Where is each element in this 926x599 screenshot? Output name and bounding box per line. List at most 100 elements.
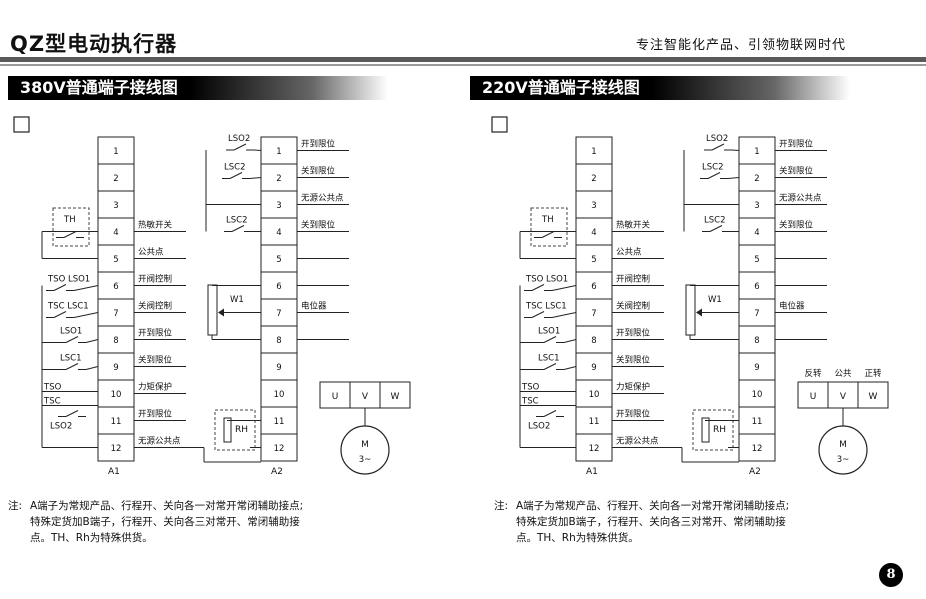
switch-label: LSC2 — [226, 216, 247, 226]
terminal-number: 3 — [591, 201, 596, 211]
motor-terminal-box — [797, 381, 829, 409]
motor-terminal-box — [827, 381, 859, 409]
terminal-cell — [97, 379, 135, 408]
checkbox-icon — [491, 116, 508, 133]
note-prefix: 注: — [8, 500, 23, 512]
terminal-cell — [575, 163, 613, 192]
terminal-number: 5 — [591, 255, 596, 265]
motor-label: M — [361, 440, 369, 450]
terminal-number: 6 — [591, 282, 596, 292]
terminal-cell — [260, 352, 298, 381]
header-rule-thin — [0, 64, 926, 66]
motor-terminal-label: V — [840, 392, 847, 402]
motor-terminal-box — [379, 381, 411, 409]
switch-label: TSC LSC1 — [47, 302, 89, 312]
section-title-220v: 220V普通端子接线图 — [470, 76, 850, 100]
terminal-cell — [575, 406, 613, 435]
switch-blade — [531, 311, 545, 318]
wiring-diagram-380v: 123456789101112A1123456789101112A2热敏开关公共… — [13, 116, 411, 477]
switch-blade — [229, 172, 243, 179]
terminal-number: 8 — [113, 336, 118, 346]
note-prefix: 注: — [494, 500, 509, 512]
terminal-function-label: 力矩保护 — [138, 382, 172, 393]
switch-blade — [65, 336, 79, 343]
brand-title: QZ型电动执行器 — [10, 32, 178, 56]
terminal-function-label: 关阀控制 — [138, 301, 172, 312]
terminal-function-label: 电位器 — [301, 301, 327, 312]
terminal-number: 4 — [591, 228, 596, 238]
switch-blade — [53, 284, 67, 291]
motor-terminal-label: W — [391, 392, 400, 402]
page-number: 8 — [879, 563, 903, 587]
switch-label: TSO — [521, 383, 540, 393]
switch-label: LSC2 — [704, 216, 725, 226]
terminal-number: 9 — [276, 363, 281, 373]
motor-phase-label: 3~ — [359, 455, 372, 465]
note-line: 点。TH、Rh为特殊供货。 — [516, 532, 639, 544]
terminal-number: 3 — [754, 201, 759, 211]
terminal-function-label: 开到限位 — [301, 139, 336, 150]
wiper-arrow-icon — [696, 308, 702, 317]
motor-direction-label: 正转 — [864, 368, 882, 379]
switch-blade — [541, 231, 555, 238]
motor-terminal-label: U — [332, 392, 339, 402]
terminal-number: 11 — [274, 417, 285, 427]
terminal-cell — [738, 406, 776, 435]
rh-dashed-box — [692, 409, 734, 451]
switch-label: TSO LSO1 — [47, 275, 90, 285]
terminal-cell — [97, 433, 135, 462]
switch-label: LSC2 — [224, 163, 245, 173]
note-line: 点。TH、Rh为特殊供货。 — [30, 532, 153, 544]
terminal-cell — [575, 433, 613, 462]
terminal-number: 7 — [591, 309, 596, 319]
terminal-function-label: 热敏开关 — [138, 220, 173, 231]
switch-label: LSC1 — [60, 354, 81, 364]
terminal-number: 6 — [276, 282, 281, 292]
heater-icon — [223, 417, 232, 443]
terminal-cell — [575, 217, 613, 246]
wiper-arrow-icon — [218, 308, 224, 317]
switch-label: LSO1 — [60, 327, 82, 337]
rh-dashed-box — [214, 409, 256, 451]
terminal-function-label: 开到限位 — [779, 139, 814, 150]
terminal-number: 12 — [589, 444, 600, 454]
motor-phase-label: 3~ — [837, 455, 850, 465]
terminal-function-label: 关到限位 — [138, 355, 173, 366]
motor-terminal-label: W — [869, 392, 878, 402]
terminal-number: 5 — [276, 255, 281, 265]
terminal-cell — [97, 244, 135, 273]
note-line: 特殊定货加B端子，行程开、关向各三对常开、常闭辅助接 — [516, 516, 786, 528]
switch-label: TSO LSO1 — [525, 275, 568, 285]
potentiometer-icon — [207, 284, 218, 336]
terminal-number: 2 — [754, 174, 759, 184]
terminal-number: 3 — [113, 201, 118, 211]
terminal-cell — [97, 190, 135, 219]
terminal-number: 12 — [111, 444, 122, 454]
terminal-number: 1 — [591, 147, 596, 157]
terminal-cell — [575, 352, 613, 381]
terminal-cell — [97, 325, 135, 354]
terminal-number: 4 — [113, 228, 118, 238]
motor-terminal-box — [319, 381, 351, 409]
terminal-function-label: 关到限位 — [616, 355, 651, 366]
wire — [85, 366, 99, 370]
switch-blade — [543, 410, 557, 417]
wire — [249, 177, 262, 179]
terminal-number: 8 — [591, 336, 596, 346]
terminal-number: 8 — [754, 336, 759, 346]
th-label: TH — [541, 215, 554, 225]
wire — [253, 149, 262, 151]
terminal-number: 4 — [754, 228, 759, 238]
section-title-380v: 380V普通端子接线图 — [8, 76, 388, 100]
terminal-number: 7 — [754, 309, 759, 319]
header-rule — [0, 57, 926, 62]
motor-icon — [818, 425, 868, 475]
wire — [731, 149, 740, 151]
wire — [563, 339, 577, 343]
note-line: A端子为常规产品、行程开、关向各一对常开常闭辅助接点; — [516, 500, 790, 512]
terminal-function-label: 开到限位 — [616, 328, 651, 339]
terminal-cell — [97, 271, 135, 300]
terminal-number: 3 — [276, 201, 281, 211]
terminal-function-label: 公共点 — [616, 248, 642, 258]
terminal-function-label: 力矩保护 — [616, 382, 650, 393]
